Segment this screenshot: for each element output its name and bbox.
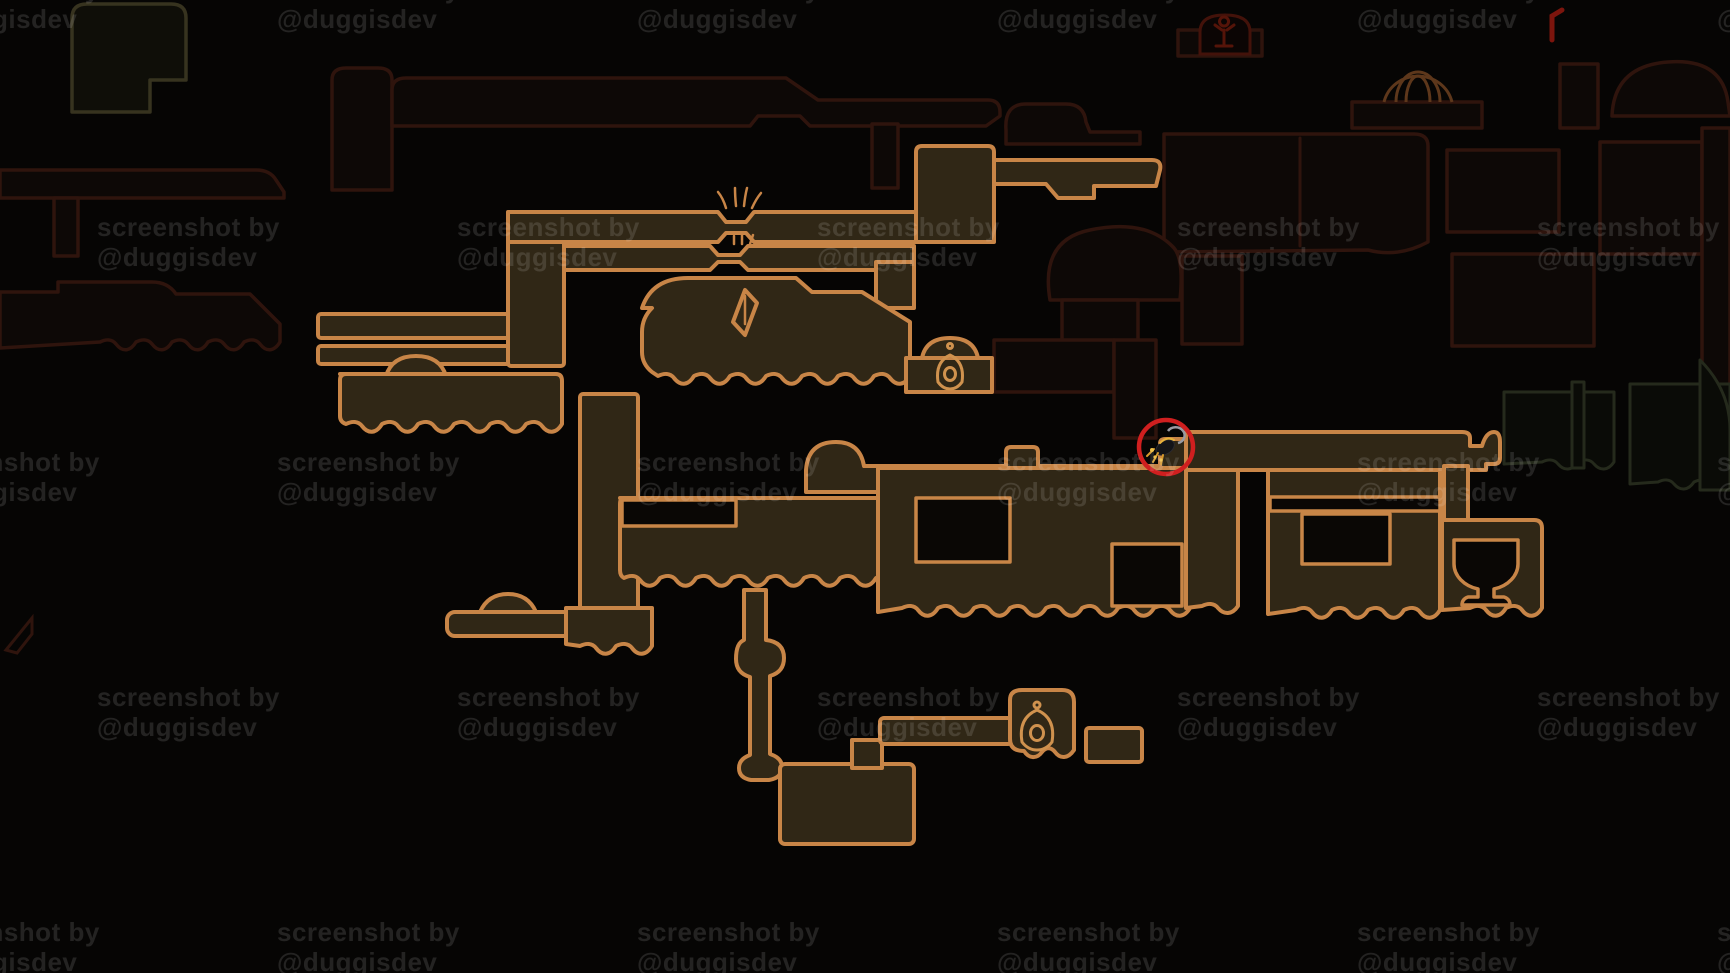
arrow-marker-icon bbox=[3, 613, 34, 655]
whiskers-icon bbox=[716, 186, 763, 246]
thorn-icon bbox=[731, 288, 759, 337]
bell-shrine-icon bbox=[1019, 700, 1055, 752]
highlight-circle bbox=[1136, 417, 1196, 477]
unexplored-rooms-top bbox=[70, 2, 1730, 482]
highlight-annotation bbox=[1136, 417, 1196, 477]
unexplored-room bbox=[70, 2, 188, 114]
unexplored-rooms-left bbox=[0, 168, 286, 655]
unexplored-rooms-right bbox=[1502, 358, 1730, 492]
flea-icon bbox=[1146, 426, 1186, 465]
explored-rooms bbox=[316, 144, 1544, 846]
flag-marker-icon bbox=[1549, 7, 1565, 43]
bell-shrine-icon bbox=[936, 342, 964, 391]
ribbed-dome-icon bbox=[1382, 70, 1454, 103]
goblet-room-hollow bbox=[1452, 538, 1520, 607]
statue-arch-icon bbox=[1198, 13, 1252, 56]
